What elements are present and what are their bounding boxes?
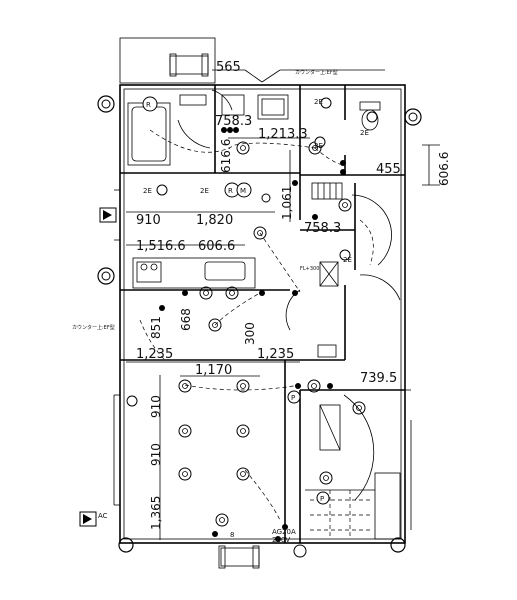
dim-758-3-mid: 758.3: [304, 221, 341, 236]
tag-2e-a: 2E: [143, 187, 152, 195]
dim-455: 455: [376, 162, 401, 177]
tag-r-b: R: [228, 187, 233, 195]
dim-1170: 1,170: [195, 363, 232, 378]
dim-616-6-vertical: 616.6: [219, 139, 233, 173]
device-symbols: [126, 96, 351, 558]
dim-606-6-vertical: 606.6: [437, 152, 451, 186]
tag-r-a: R: [146, 101, 151, 109]
structural-columns: [97, 95, 422, 553]
tag-p-a: P: [291, 394, 295, 402]
dim-1365-vertical: 1,365: [149, 496, 163, 530]
note-fl300: FL+300: [300, 266, 319, 272]
dim-668-vertical: 668: [179, 308, 193, 331]
dim-1516-6: 1,516.6: [136, 239, 186, 254]
dim-1213-3: 1,213.3: [258, 127, 308, 142]
note-counter-left: カウンター上:EF型: [72, 324, 115, 331]
dim-910-vertical-b: 910: [149, 443, 163, 466]
tag-2e-c: 2E: [360, 129, 369, 137]
tag-2e-d: 2E: [200, 187, 209, 195]
tag-8: 8: [230, 531, 234, 539]
dim-758-3-top: 758.3: [215, 114, 252, 129]
electrical-wiring: [139, 129, 374, 521]
note-counter-top: カウンター上:EF型: [295, 69, 338, 76]
dim-739-5: 739.5: [360, 371, 397, 386]
tag-m: M: [240, 187, 246, 195]
dim-1820: 1,820: [196, 213, 233, 228]
switches-and-outlets: [159, 127, 346, 542]
dim-851-vertical: 851: [149, 316, 163, 339]
tag-ag20a: AG20A: [272, 528, 296, 536]
dim-910-top: 910: [136, 213, 161, 228]
wall-outline: [113, 37, 412, 544]
tag-p-b: P: [320, 495, 324, 503]
dim-606-6-mid: 606.6: [198, 239, 235, 254]
dimension-lines: [126, 69, 440, 540]
ceiling-lights: [178, 111, 378, 527]
exterior-markers: [79, 207, 117, 527]
tag-2e-e: 2E: [343, 256, 352, 264]
fixtures: [127, 53, 381, 569]
dim-1235-left: 1,235: [136, 347, 173, 362]
dim-565: 565: [216, 60, 241, 75]
dim-1235-right: 1,235: [257, 347, 294, 362]
tag-2e-f: 2E: [314, 142, 323, 150]
dim-1061-vertical: 1,061: [280, 186, 294, 220]
tag-200v: 200V: [272, 536, 290, 544]
tag-2e-b: 2E: [314, 98, 323, 106]
dim-300-vertical: 300: [243, 322, 257, 345]
dim-910-vertical-a: 910: [149, 395, 163, 418]
tag-ac: AC: [98, 512, 108, 520]
